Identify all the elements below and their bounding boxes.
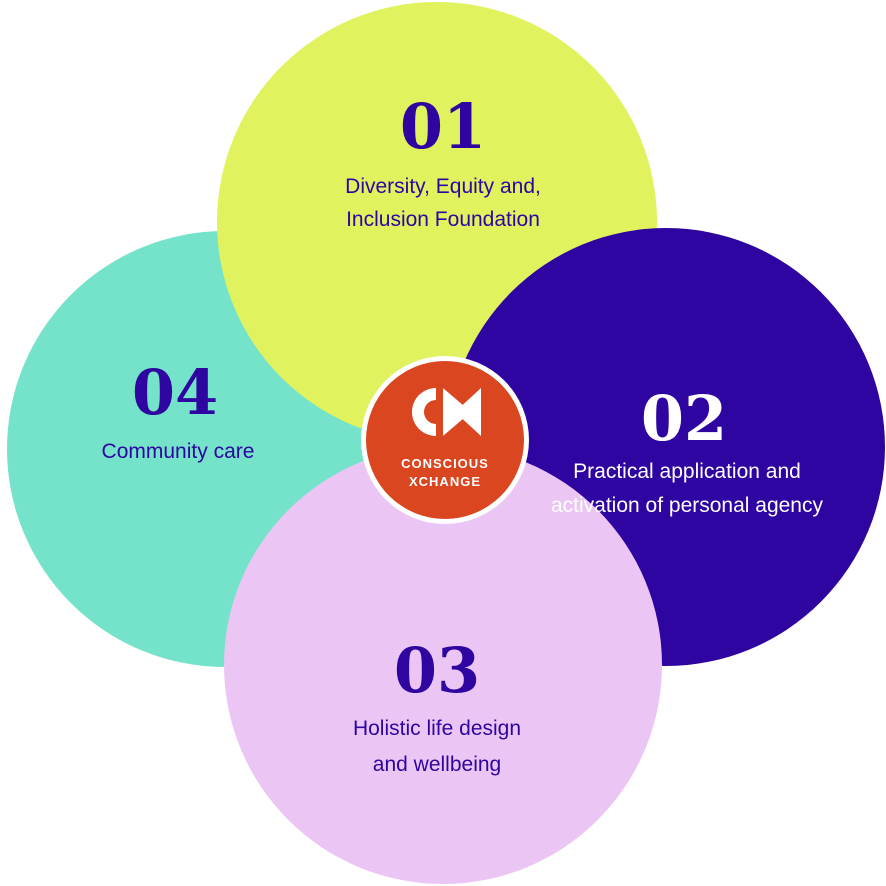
pillar-01-label-line-1: Diversity, Equity and, xyxy=(345,175,541,198)
cx-monogram-icon xyxy=(412,388,481,436)
logo-wordmark-line-2: XCHANGE xyxy=(409,474,481,489)
pillar-02-number: 02 xyxy=(641,382,727,455)
circle-pillar-03 xyxy=(224,446,662,884)
pillar-02-label-line-1: Practical application and xyxy=(573,460,801,483)
pillar-03-number: 03 xyxy=(394,634,480,707)
pillar-03-label-line-2: and wellbeing xyxy=(373,753,501,776)
conscious-xchange-logo: CONSCIOUS XCHANGE xyxy=(361,356,529,524)
pillar-01-number: 01 xyxy=(400,90,486,163)
logo-wordmark-line-1: CONSCIOUS xyxy=(401,456,489,471)
pillar-04-number: 04 xyxy=(132,356,218,429)
pillar-03-label-line-1: Holistic life design xyxy=(353,717,521,740)
logo-disc xyxy=(366,361,524,519)
pillar-04-label-line-1: Community care xyxy=(102,440,255,463)
pillar-01-label-line-2: Inclusion Foundation xyxy=(346,208,540,231)
pillar-02-label-line-2: activation of personal agency xyxy=(551,494,824,517)
